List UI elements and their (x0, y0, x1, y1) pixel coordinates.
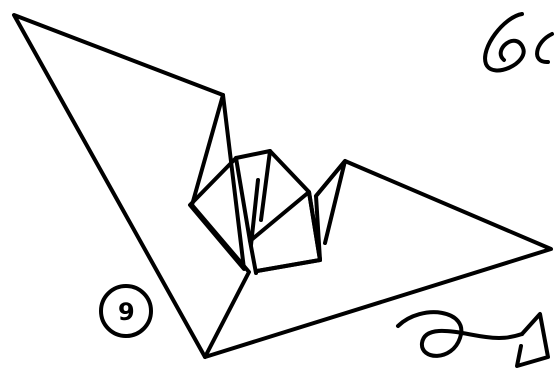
head-crease-1 (261, 151, 270, 220)
turn-over-arrow-icon (398, 312, 548, 366)
head-fold (236, 151, 320, 271)
step-number: 9 (118, 298, 135, 326)
right-point-fold (316, 161, 345, 243)
head-crease-3 (250, 192, 320, 260)
handwritten-partial-label-icon (485, 14, 552, 70)
